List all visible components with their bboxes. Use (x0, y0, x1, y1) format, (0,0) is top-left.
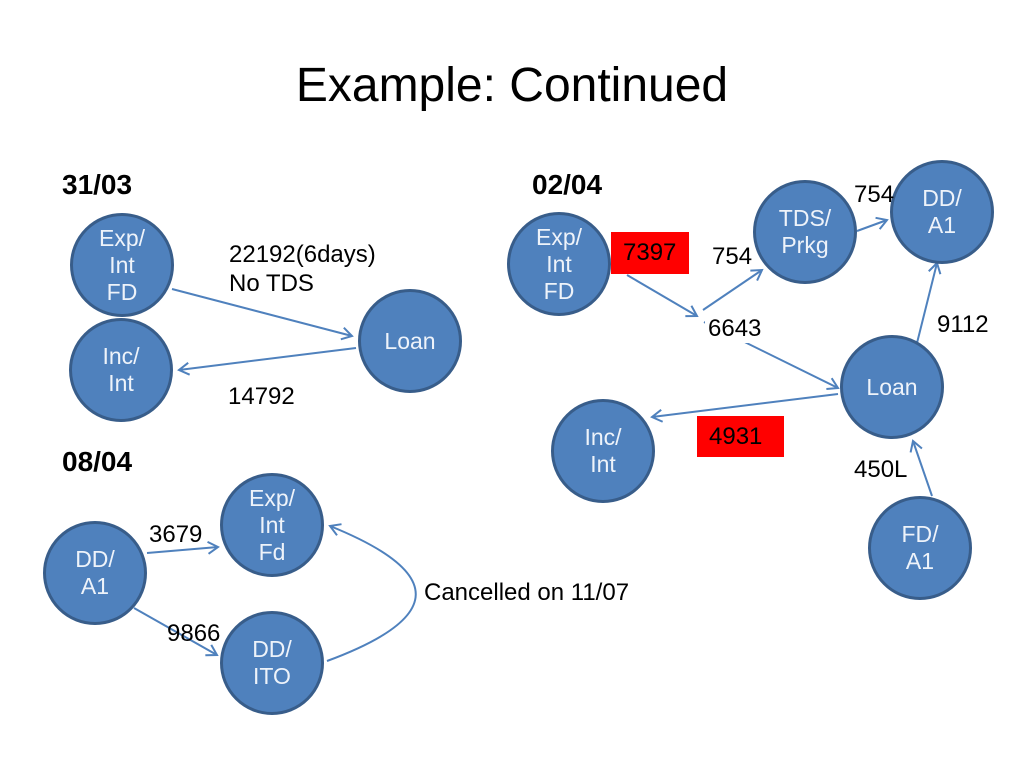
node-31-inc-int: Inc/ Int (69, 318, 173, 422)
label-9112: 9112 (937, 311, 989, 338)
arrow-02-fda1-to-loan (909, 439, 933, 497)
node-02-dd-a1: DD/ A1 (890, 160, 994, 264)
highlight-amount-4931: 4931 (697, 416, 784, 457)
node-31-loan: Loan (358, 289, 462, 393)
node-02-tds-prkg: TDS/ Prkg (753, 180, 857, 284)
arrow-02-expintfd-to-junction (626, 274, 699, 318)
arrow-31-loan-to-incint (177, 347, 357, 376)
arrow-08-dda1-to-expintfd (146, 540, 220, 555)
label-14792: 14792 (228, 383, 295, 410)
arrow-02-tdsprkg-to-dda1 (856, 216, 889, 232)
arrow-08-ddito-to-expintfd-curved (326, 523, 417, 662)
node-02-inc-int: Inc/ Int (551, 399, 655, 503)
arrow-02-loan-to-dda1 (915, 261, 942, 348)
label-450l: 450L (854, 456, 908, 483)
highlight-amount-7397: 7397 (611, 232, 689, 274)
label-6643: 6643 (705, 314, 765, 343)
arrow-08-dda1-to-ddito (133, 607, 219, 657)
arrow-02-loan-to-incint (650, 393, 839, 423)
label-9866: 9866 (167, 620, 221, 647)
date-heading-08-04: 08/04 (62, 446, 133, 477)
label-754-upper: 754 (854, 181, 895, 208)
node-08-exp-int-fd: Exp/ Int Fd (220, 473, 324, 577)
node-02-exp-int-fd: Exp/ Int FD (507, 212, 611, 316)
date-heading-31-03: 31/03 (62, 169, 133, 200)
node-02-loan: Loan (840, 335, 944, 439)
node-02-fd-a1: FD/ A1 (868, 496, 972, 600)
node-08-dd-a1: DD/ A1 (43, 521, 147, 625)
label-754-lower: 754 (712, 243, 753, 270)
node-31-exp-int-fd: Exp/ Int FD (70, 213, 174, 317)
label-3679: 3679 (149, 521, 203, 548)
arrow-02-junction-to-tdsprkg (702, 268, 764, 311)
slide-title: Example: Continued (295, 59, 729, 112)
label-22192-no-tds: 22192(6days) No TDS (229, 241, 376, 297)
date-heading-02-04: 02/04 (532, 169, 603, 200)
label-cancelled-note: Cancelled on 11/07 (424, 579, 630, 606)
arrow-31-expintfd-to-loan (171, 288, 354, 341)
node-08-dd-ito: DD/ ITO (220, 611, 324, 715)
